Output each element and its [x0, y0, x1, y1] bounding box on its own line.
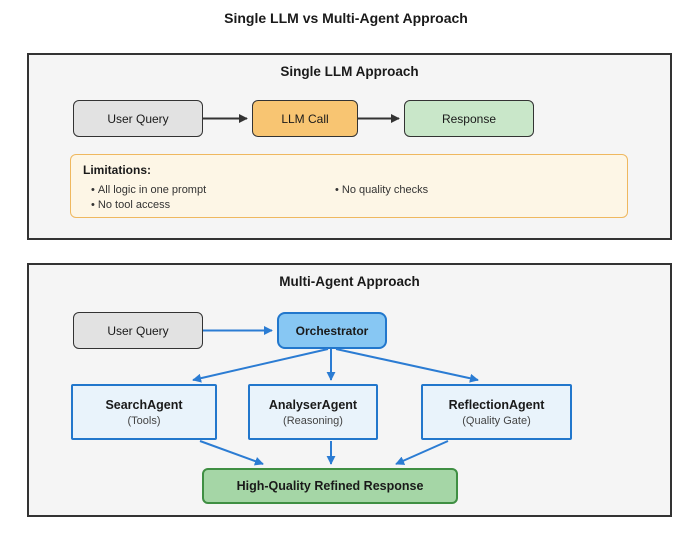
node-orchestrator-label: Orchestrator	[295, 323, 369, 338]
node-response: Response	[404, 100, 534, 137]
node-search-agent: SearchAgent (Tools)	[71, 384, 217, 440]
reflection-agent-name: ReflectionAgent	[448, 397, 545, 412]
reflection-agent-subtitle: (Quality Gate)	[462, 414, 531, 427]
search-agent-name: SearchAgent	[105, 397, 183, 412]
node-reflection-agent: ReflectionAgent (Quality Gate)	[421, 384, 572, 440]
analyser-agent-name: AnalyserAgent	[268, 397, 358, 412]
limitation-item: No tool access	[91, 198, 327, 213]
node-llm-call: LLM Call	[252, 100, 358, 137]
limitation-item: All logic in one prompt	[91, 183, 327, 198]
node-response-label: Response	[441, 111, 497, 126]
limitations-column-1: All logic in one prompt No tool access	[83, 183, 327, 213]
node-user-query-multi-label: User Query	[107, 323, 169, 338]
node-final-response-label: High-Quality Refined Response	[236, 479, 424, 493]
multi-agent-panel: Multi-Agent Approach User Query Orchestr…	[27, 263, 672, 517]
search-agent-subtitle: (Tools)	[127, 414, 161, 427]
analyser-agent-subtitle: (Reasoning)	[283, 414, 343, 427]
limitation-item: No quality checks	[335, 183, 428, 198]
node-analyser-agent: AnalyserAgent (Reasoning)	[248, 384, 378, 440]
node-user-query-single-label: User Query	[107, 111, 169, 126]
limitations-panel: Limitations: All logic in one prompt No …	[70, 154, 628, 218]
node-llm-call-label: LLM Call	[281, 111, 329, 126]
limitations-column-2: No quality checks	[327, 183, 428, 213]
diagram-title: Single LLM vs Multi-Agent Approach	[224, 10, 468, 26]
single-llm-heading: Single LLM Approach	[280, 64, 419, 79]
node-orchestrator: Orchestrator	[277, 312, 387, 349]
single-llm-panel: Single LLM Approach User Query LLM Call …	[27, 53, 672, 240]
node-final-response: High-Quality Refined Response	[202, 468, 458, 504]
limitations-columns: All logic in one prompt No tool access N…	[83, 183, 615, 213]
limitations-heading: Limitations:	[83, 163, 151, 177]
node-user-query-single: User Query	[73, 100, 203, 137]
node-user-query-multi: User Query	[73, 312, 203, 349]
multi-agent-heading: Multi-Agent Approach	[279, 274, 420, 289]
